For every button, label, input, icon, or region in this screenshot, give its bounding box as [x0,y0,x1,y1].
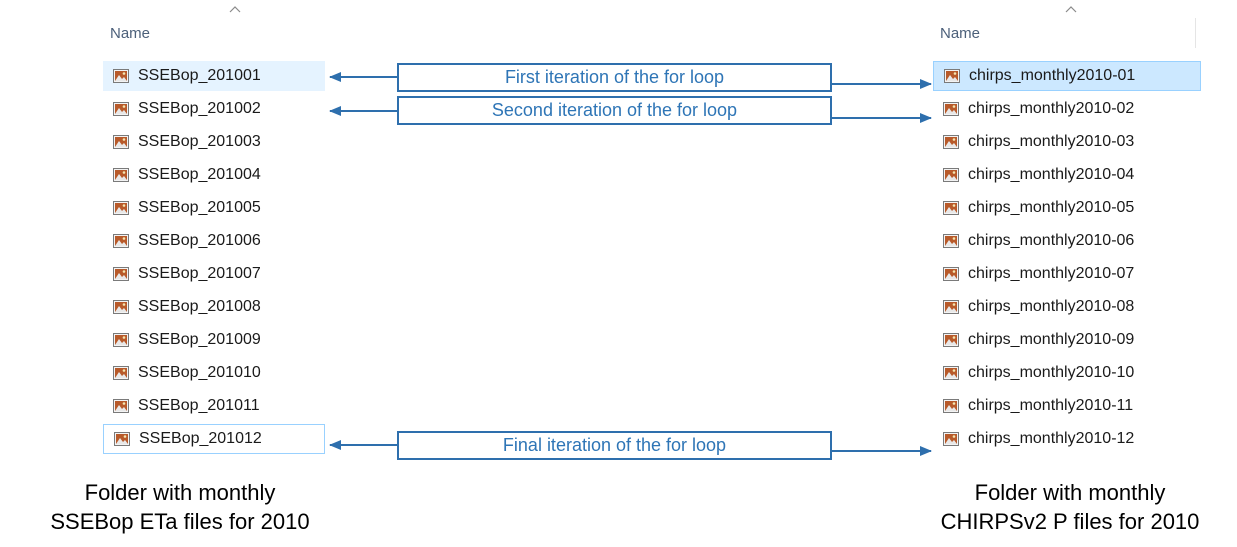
file-row[interactable]: SSEBop_201012 [103,424,325,454]
sort-ascending-caret-icon[interactable] [1064,4,1078,14]
file-row[interactable]: chirps_monthly2010-04 [933,160,1201,190]
image-file-icon [943,300,959,314]
file-row[interactable]: SSEBop_201007 [103,259,325,289]
image-file-icon [943,399,959,413]
image-file-icon [943,168,959,182]
file-row[interactable]: chirps_monthly2010-12 [933,424,1201,454]
file-name: chirps_monthly2010-02 [968,100,1135,117]
file-row[interactable]: chirps_monthly2010-05 [933,193,1201,223]
file-name: SSEBop_201002 [138,100,261,117]
image-file-icon [943,234,959,248]
caption-line: SSEBop ETa files for 2010 [50,509,310,534]
image-file-icon [943,333,959,347]
file-row[interactable]: chirps_monthly2010-08 [933,292,1201,322]
file-name: SSEBop_201007 [138,265,261,282]
file-name: SSEBop_201001 [138,67,261,84]
image-file-icon [943,201,959,215]
file-row[interactable]: SSEBop_201006 [103,226,325,256]
image-file-icon [113,234,129,248]
file-row[interactable]: SSEBop_201009 [103,325,325,355]
file-row[interactable]: SSEBop_201001 [103,61,325,91]
column-divider[interactable] [1195,18,1196,48]
image-file-icon [113,69,129,83]
image-file-icon [113,333,129,347]
caption-line: Folder with monthly [84,480,276,505]
final-iteration-label: Final iteration of the for loop [397,431,832,460]
image-file-icon [113,300,129,314]
file-name: SSEBop_201011 [138,397,260,414]
image-file-icon [113,366,129,380]
file-name: SSEBop_201003 [138,133,261,150]
file-name: SSEBop_201005 [138,199,261,216]
file-row[interactable]: SSEBop_201004 [103,160,325,190]
image-file-icon [944,69,960,83]
first-iteration-label: First iteration of the for loop [397,63,832,92]
file-row[interactable]: SSEBop_201002 [103,94,325,124]
name-column-header[interactable]: Name [110,25,151,42]
image-file-icon [943,366,959,380]
image-file-icon [113,102,129,116]
file-row[interactable]: chirps_monthly2010-10 [933,358,1201,388]
file-row[interactable]: chirps_monthly2010-03 [933,127,1201,157]
file-name: SSEBop_201010 [138,364,261,381]
file-row[interactable]: chirps_monthly2010-06 [933,226,1201,256]
file-name: chirps_monthly2010-03 [968,133,1135,150]
image-file-icon [943,432,959,446]
file-row[interactable]: SSEBop_201008 [103,292,325,322]
name-column-header[interactable]: Name [940,25,981,42]
file-name: chirps_monthly2010-01 [969,67,1136,84]
image-file-icon [113,135,129,149]
image-file-icon [113,267,129,281]
right-folder-panel: Name chirps_monthly2010-01 chirps_monthly… [933,0,1203,470]
file-name: chirps_monthly2010-12 [968,430,1135,447]
image-file-icon [114,432,130,446]
second-iteration-label: Second iteration of the for loop [397,96,832,125]
file-row[interactable]: SSEBop_201003 [103,127,325,157]
file-name: chirps_monthly2010-04 [968,166,1135,183]
file-name: chirps_monthly2010-11 [968,397,1134,414]
file-row[interactable]: SSEBop_201010 [103,358,325,388]
file-name: SSEBop_201012 [139,430,262,447]
image-file-icon [113,168,129,182]
file-row[interactable]: SSEBop_201011 [103,391,325,421]
file-row[interactable]: chirps_monthly2010-02 [933,94,1201,124]
image-file-icon [943,102,959,116]
file-name: SSEBop_201008 [138,298,261,315]
file-name: chirps_monthly2010-08 [968,298,1135,315]
image-file-icon [943,135,959,149]
right-folder-caption: Folder with monthly CHIRPSv2 P files for… [910,478,1230,536]
file-name: SSEBop_201004 [138,166,261,183]
file-name: chirps_monthly2010-10 [968,364,1135,381]
image-file-icon [943,267,959,281]
image-file-icon [113,201,129,215]
file-name: chirps_monthly2010-07 [968,265,1135,282]
file-row[interactable]: chirps_monthly2010-09 [933,325,1201,355]
file-row[interactable]: chirps_monthly2010-11 [933,391,1201,421]
left-folder-caption: Folder with monthly SSEBop ETa files for… [30,478,330,536]
file-row[interactable]: chirps_monthly2010-07 [933,259,1201,289]
caption-line: Folder with monthly [974,480,1166,505]
file-name: chirps_monthly2010-05 [968,199,1135,216]
file-name: chirps_monthly2010-06 [968,232,1135,249]
sort-ascending-caret-icon[interactable] [228,4,242,14]
file-row[interactable]: chirps_monthly2010-01 [933,61,1201,91]
file-name: SSEBop_201009 [138,331,261,348]
file-name: SSEBop_201006 [138,232,261,249]
file-row[interactable]: SSEBop_201005 [103,193,325,223]
image-file-icon [113,399,129,413]
caption-line: CHIRPSv2 P files for 2010 [940,509,1200,534]
file-name: chirps_monthly2010-09 [968,331,1135,348]
